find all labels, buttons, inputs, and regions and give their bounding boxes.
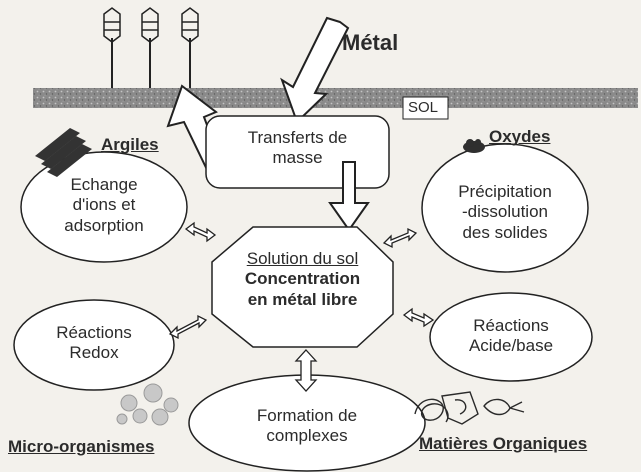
sol-label: SOL xyxy=(408,99,439,116)
oxydes-exchange-arrow xyxy=(382,227,418,249)
argiles-line2: d'ions et xyxy=(72,195,136,215)
double-arrows xyxy=(168,221,435,392)
acid-base-line2: Acide/base xyxy=(468,336,554,356)
oxydes-ellipse xyxy=(421,143,589,273)
plants-icon xyxy=(103,7,199,88)
center-line1: Concentration xyxy=(244,269,361,289)
center-text: Solution du sol Concentration en métal l… xyxy=(212,249,393,310)
redox-ellipse xyxy=(13,299,175,391)
soil-solution-octagon xyxy=(211,226,394,348)
oxydes-line2: -dissolution xyxy=(462,202,548,222)
complexes-line1: Formation de xyxy=(256,406,358,425)
oxydes-line1: Précipitation xyxy=(458,182,552,201)
redox-text: Réactions Redox xyxy=(14,323,174,364)
redox-line1: Réactions xyxy=(56,323,132,342)
redox-line2: Redox xyxy=(69,343,119,363)
transfers-text: Transferts de masse xyxy=(206,128,389,169)
argiles-title: Argiles xyxy=(101,135,159,154)
argiles-ellipse xyxy=(20,151,188,263)
oxydes-text: Précipitation -dissolution des solides xyxy=(422,182,588,243)
organic-matter-icon xyxy=(414,391,525,425)
acid-base-ellipse xyxy=(429,292,593,382)
oxide-icon xyxy=(463,139,485,153)
micro-title: Micro-organismes xyxy=(8,437,155,456)
complexes-line2: complexes xyxy=(266,426,348,446)
microorganism-icon xyxy=(116,383,179,426)
sol-box xyxy=(402,96,449,120)
oxydes-title: Oxydes xyxy=(489,127,551,146)
soil-band xyxy=(33,88,638,108)
clay-icon xyxy=(35,128,92,177)
argiles-line1: Echange xyxy=(70,175,138,194)
transfers-line1: Transferts de xyxy=(247,128,348,147)
oxydes-line3: des solides xyxy=(462,222,548,242)
argiles-exchange-arrow xyxy=(184,221,217,243)
transfer-down-arrow xyxy=(328,161,370,232)
argiles-text: Echange d'ions et adsorption xyxy=(21,175,187,236)
argiles-line3: adsorption xyxy=(64,215,144,235)
acid-base-exchange-arrow xyxy=(402,307,435,328)
transfers-line2: masse xyxy=(272,148,323,168)
center-line2: en métal libre xyxy=(247,289,358,309)
complexes-text: Formation de complexes xyxy=(189,406,425,447)
matieres-title: Matières Organiques xyxy=(419,434,588,453)
acid-base-line1: Réactions xyxy=(473,316,549,335)
redox-exchange-arrow xyxy=(168,314,208,340)
metal-label: Métal xyxy=(342,30,399,55)
complexes-exchange-arrow xyxy=(294,349,318,392)
acid-base-text: Réactions Acide/base xyxy=(430,316,592,357)
center-title: Solution du sol xyxy=(246,249,359,268)
